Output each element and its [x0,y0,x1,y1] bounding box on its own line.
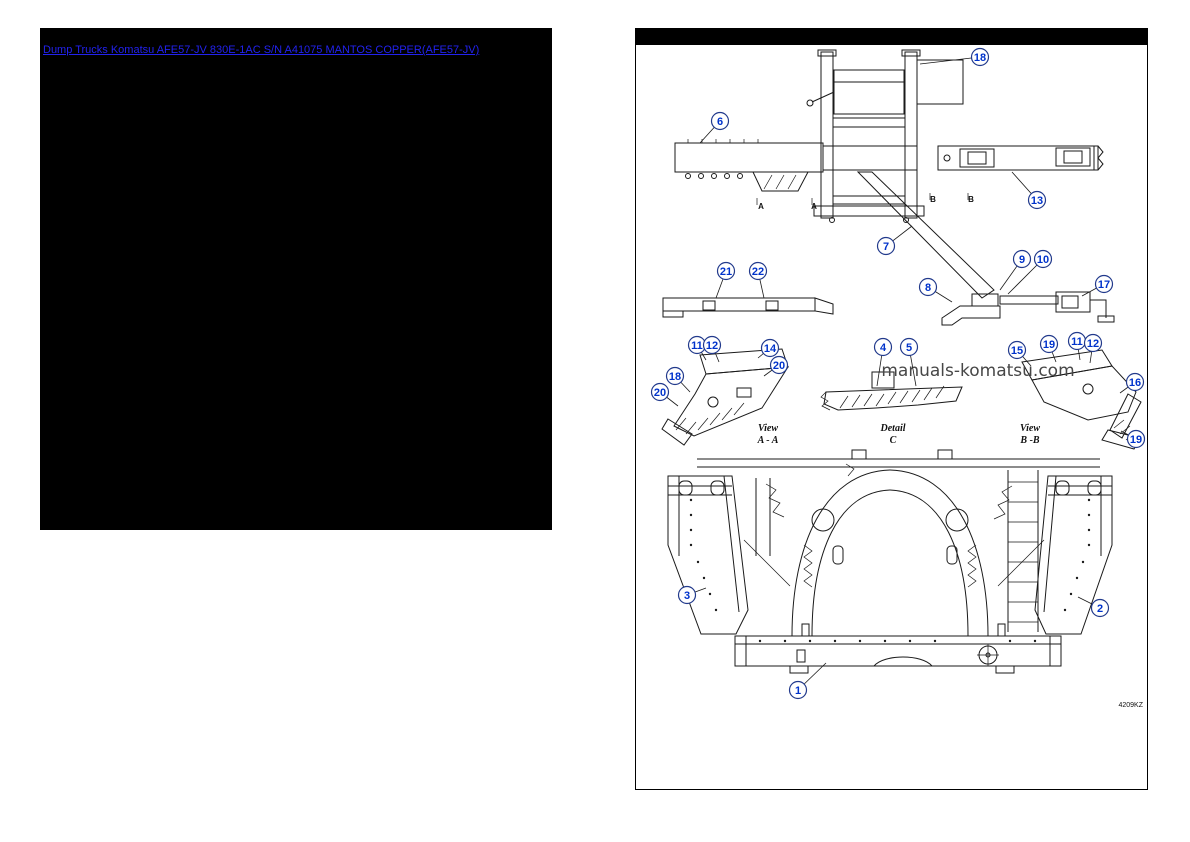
callout-11[interactable]: 11 [687,335,707,361]
svg-text:9: 9 [1019,254,1025,266]
view-aa-drawing [661,348,789,446]
svg-text:2: 2 [1097,603,1103,615]
svg-text:15: 15 [1011,345,1023,357]
svg-text:18: 18 [669,371,681,383]
callout-20[interactable]: 20 [763,355,789,377]
callout-4[interactable]: 4 [873,337,893,387]
svg-text:3: 3 [684,590,690,602]
svg-text:18: 18 [974,52,986,64]
callout-5[interactable]: 5 [899,337,919,387]
document-link[interactable]: Dump Trucks Komatsu AFE57-JV 830E-1AC S/… [43,44,480,56]
top-assembly-drawing [674,49,1104,307]
callout-19[interactable]: 19 [1039,334,1059,363]
diagram-header-bar [636,29,1147,45]
mid-left-bracket-drawing [662,297,834,318]
view-bb-label-line1: View [1020,423,1040,434]
figure-code: 4209KZ [1118,702,1143,709]
svg-text:4: 4 [880,342,887,354]
svg-text:1: 1 [795,685,801,697]
callout-11[interactable]: 11 [1067,331,1087,361]
callout-12[interactable]: 12 [1083,333,1103,364]
parts-diagram: A A B B View A - A Detail C View B -B ma… [636,29,1147,709]
callout-15[interactable]: 15 [1007,340,1032,367]
svg-text:11: 11 [1071,336,1083,348]
svg-text:17: 17 [1098,279,1110,291]
callout-20[interactable]: 20 [650,382,679,407]
section-marker-b2: B [968,195,974,204]
callout-13[interactable]: 13 [1011,171,1047,210]
svg-text:12: 12 [706,340,718,352]
svg-text:5: 5 [906,342,912,354]
callout-3[interactable]: 3 [677,585,707,605]
section-marker-a1: A [758,202,764,211]
callout-18[interactable]: 18 [919,47,990,67]
callout-9[interactable]: 9 [999,249,1032,291]
svg-text:22: 22 [752,266,764,278]
callout-1[interactable]: 1 [788,662,827,700]
view-aa-label-line2: A - A [757,435,779,446]
callout-21[interactable]: 21 [715,261,736,299]
detail-c-label-line1: Detail [880,423,906,434]
svg-text:12: 12 [1087,338,1099,350]
callout-14[interactable]: 14 [757,338,780,359]
diagram-panel: A A B B View A - A Detail C View B -B ma… [635,28,1148,790]
svg-text:21: 21 [720,266,732,278]
callout-8[interactable]: 8 [918,277,953,303]
callout-16[interactable]: 16 [1119,372,1145,394]
svg-text:16: 16 [1129,377,1141,389]
detail-c-drawing [820,371,963,411]
callout-22[interactable]: 22 [748,261,768,299]
view-bb-label-line2: B -B [1019,435,1040,446]
callout-2[interactable]: 2 [1077,596,1110,618]
callout-10[interactable]: 10 [1007,249,1053,295]
svg-text:19: 19 [1130,434,1142,446]
callout-19[interactable]: 19 [1120,429,1146,449]
svg-text:20: 20 [773,360,785,372]
svg-text:7: 7 [883,241,889,253]
svg-text:11: 11 [691,340,703,352]
callout-7[interactable]: 7 [876,225,913,256]
svg-text:14: 14 [764,343,777,355]
view-aa-label-line1: View [758,423,778,434]
callout-12[interactable]: 12 [702,335,722,363]
svg-text:8: 8 [925,282,931,294]
svg-text:13: 13 [1031,195,1043,207]
svg-text:10: 10 [1037,254,1049,266]
bottom-frame-drawing [667,449,1113,674]
section-marker-b1: B [930,195,936,204]
section-marker-a2: A [811,202,817,211]
svg-text:19: 19 [1043,339,1055,351]
left-content-panel: Dump Trucks Komatsu AFE57-JV 830E-1AC S/… [40,28,552,530]
watermark-text: manuals-komatsu.com [881,361,1074,381]
svg-text:20: 20 [654,387,666,399]
callout-18[interactable]: 18 [665,366,691,393]
svg-text:6: 6 [717,116,723,128]
mid-right-assembly-drawing [941,291,1115,326]
callout-6[interactable]: 6 [699,111,730,144]
callout-17[interactable]: 17 [1081,274,1114,297]
detail-c-label-line2: C [890,435,897,446]
